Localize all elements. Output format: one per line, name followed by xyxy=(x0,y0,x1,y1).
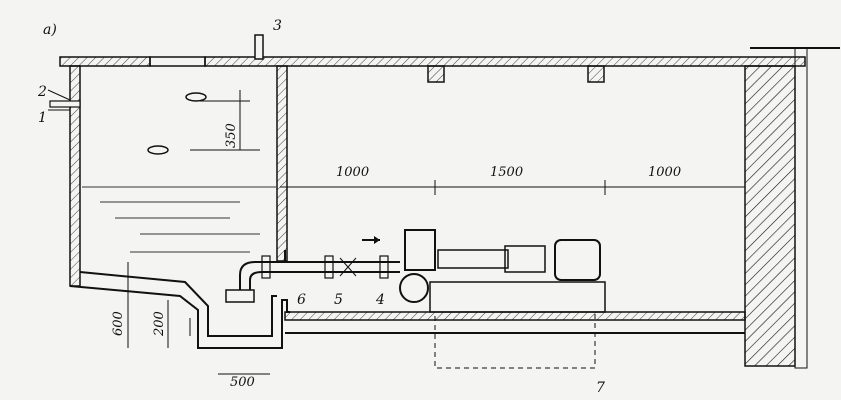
dim-1000-left: 1000 xyxy=(336,165,369,180)
label-2: 2 xyxy=(37,84,47,100)
roof-slab xyxy=(59,47,840,83)
label-3: 3 xyxy=(273,18,282,34)
label-5: 5 xyxy=(334,292,343,308)
panel-label: а) xyxy=(43,22,57,38)
pump-unit xyxy=(399,229,606,369)
inlet-pipes xyxy=(47,89,81,111)
vent-pipe xyxy=(254,34,264,60)
dim-1500: 1500 xyxy=(490,165,523,180)
right-wall xyxy=(744,47,808,369)
dim-600: 600 xyxy=(111,311,126,336)
dimension-lines xyxy=(127,90,745,375)
dim-200: 200 xyxy=(152,311,167,337)
dim-1000-right: 1000 xyxy=(648,165,681,180)
dim-350: 350 xyxy=(224,123,239,148)
label-4: 4 xyxy=(375,292,385,308)
wet-well xyxy=(69,65,746,349)
water-surface xyxy=(82,92,276,253)
label-1: 1 xyxy=(38,110,47,126)
label-6: 6 xyxy=(297,292,306,308)
dim-500: 500 xyxy=(230,375,255,390)
label-7: 7 xyxy=(596,380,605,396)
suction-line xyxy=(225,236,400,303)
